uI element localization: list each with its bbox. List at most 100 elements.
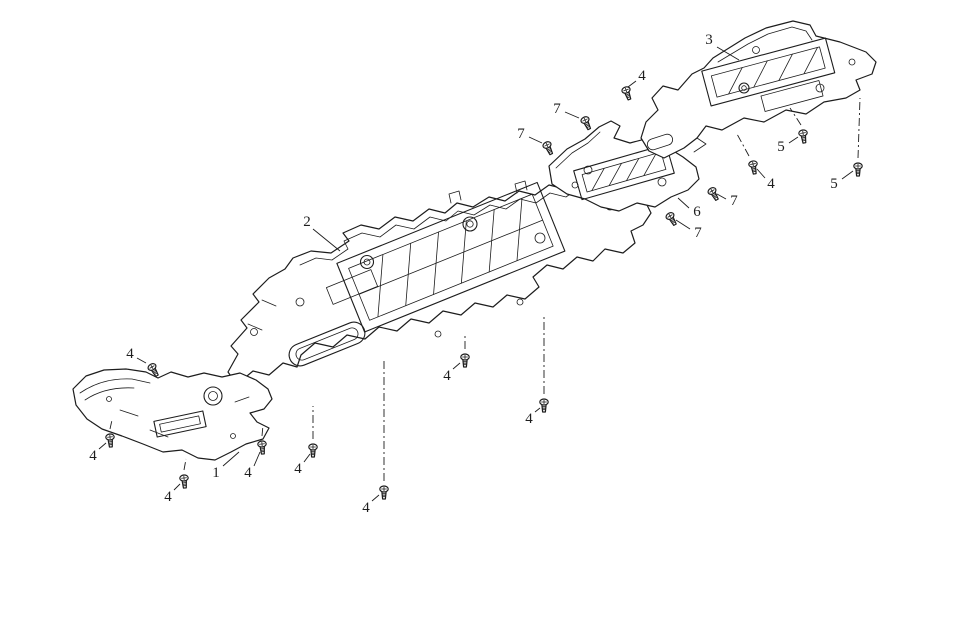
- part-1-rib: [234, 396, 250, 403]
- callout-label-4: 4: [638, 68, 646, 84]
- callout-label-7: 7: [553, 101, 561, 117]
- part-2-rib: [261, 299, 277, 307]
- callout-leader-line: [675, 219, 691, 230]
- screw-icon: [147, 363, 159, 377]
- part-3-hole: [752, 46, 760, 54]
- assembly-axis-line: [857, 97, 861, 159]
- callout-leader-line: [716, 46, 740, 61]
- part-1-hole: [106, 396, 112, 402]
- part-3-panel: [701, 37, 836, 107]
- part-6: [548, 120, 700, 212]
- callout-leader-line: [98, 442, 107, 450]
- screw-icon: [542, 141, 554, 156]
- callout-leader-line: [756, 168, 766, 179]
- assembly-axis-line: [109, 419, 113, 430]
- callout-label-4: 4: [525, 411, 533, 427]
- part-2-boss-hole: [466, 220, 474, 228]
- part-3-hole: [815, 83, 825, 93]
- screw-icon: [379, 485, 389, 500]
- callout-leader-line: [716, 193, 727, 200]
- part-3-boss: [738, 82, 750, 94]
- screw-icon: [798, 129, 808, 144]
- screw-icon: [665, 212, 677, 226]
- callout-leaders: [98, 46, 854, 502]
- callout-leader-line: [173, 483, 181, 491]
- part-3-wing-slot: [646, 133, 674, 151]
- callout-leader-line: [312, 228, 341, 252]
- callout-label-4: 4: [362, 500, 370, 516]
- assembly-axis-line: [789, 107, 802, 126]
- part-3-small-panel: [760, 80, 824, 112]
- part-3-bracket: [693, 137, 707, 153]
- part-2-hole: [295, 297, 305, 307]
- part-6-hole: [571, 181, 579, 189]
- part-2-outline: [227, 174, 652, 382]
- part-3-boss-hole: [741, 85, 747, 91]
- callout-label-5: 5: [777, 139, 785, 155]
- callout-leader-line: [564, 111, 580, 119]
- callout-leader-line: [788, 136, 799, 144]
- part-6-hole: [657, 177, 667, 187]
- part-2-slot: [288, 321, 366, 367]
- callout-label-2: 2: [303, 214, 311, 230]
- screw-icon: [580, 116, 592, 131]
- part-3-inner-edge: [717, 26, 813, 63]
- part-2: [227, 174, 652, 382]
- assembly-axis-line: [183, 458, 187, 471]
- screw-icon: [853, 162, 863, 177]
- part-2-hole: [250, 328, 258, 336]
- assembly-axes: [109, 97, 861, 481]
- part-2-rib: [247, 323, 263, 331]
- callout-leader-line: [136, 357, 147, 364]
- screw-icon: [460, 353, 470, 368]
- callout-label-4: 4: [443, 368, 451, 384]
- assembly-axis-line: [261, 424, 264, 437]
- callout-label-4: 4: [244, 465, 252, 481]
- callout-leader-line: [303, 453, 311, 463]
- callout-label-6: 6: [693, 204, 701, 220]
- part-2-center-panel: [336, 181, 566, 333]
- screw-icon: [707, 187, 719, 201]
- callout-label-3: 3: [705, 32, 713, 48]
- screws: [105, 86, 863, 500]
- callout-label-5: 5: [830, 176, 838, 192]
- screw-icon: [748, 160, 758, 175]
- part-3: [640, 20, 877, 159]
- screw-icon: [539, 398, 549, 413]
- part-1-lip-line: [79, 378, 151, 394]
- part-2-hole: [516, 298, 524, 306]
- callout-label-4: 4: [294, 461, 302, 477]
- part-2-small-panel: [325, 269, 379, 305]
- callout-leader-line: [677, 197, 690, 209]
- callout-leader-line: [371, 494, 380, 502]
- callout-label-7: 7: [730, 193, 738, 209]
- part-1-boss-hole: [208, 391, 218, 401]
- part-2-top-tab: [514, 180, 528, 194]
- part-2-boss: [359, 254, 375, 270]
- part-2-boss-hole: [363, 258, 371, 266]
- part-2-hole: [434, 330, 442, 338]
- part-1: [72, 368, 273, 461]
- callout-label-4: 4: [89, 448, 97, 464]
- callout-leader-line: [534, 407, 541, 413]
- part-1-rib: [119, 409, 139, 417]
- callout-leader-line: [528, 136, 543, 144]
- screw-icon: [308, 443, 318, 458]
- callout-label-4: 4: [164, 489, 172, 505]
- part-1-lip-line: [84, 387, 135, 401]
- callout-leader-line: [627, 80, 637, 88]
- part-1-hole: [230, 433, 236, 439]
- screw-icon: [105, 433, 115, 448]
- part-3-hole: [848, 58, 856, 66]
- assembly-axis-line: [736, 133, 750, 157]
- callout-leader-line: [452, 362, 461, 370]
- screw-icon: [257, 440, 267, 455]
- part-2-top-tab: [448, 190, 462, 204]
- callout-label-4: 4: [767, 176, 775, 192]
- part-1-panel: [153, 410, 207, 438]
- screw-icon: [179, 474, 189, 489]
- part-1-outline: [72, 368, 273, 461]
- part-6-lip-line: [555, 131, 601, 169]
